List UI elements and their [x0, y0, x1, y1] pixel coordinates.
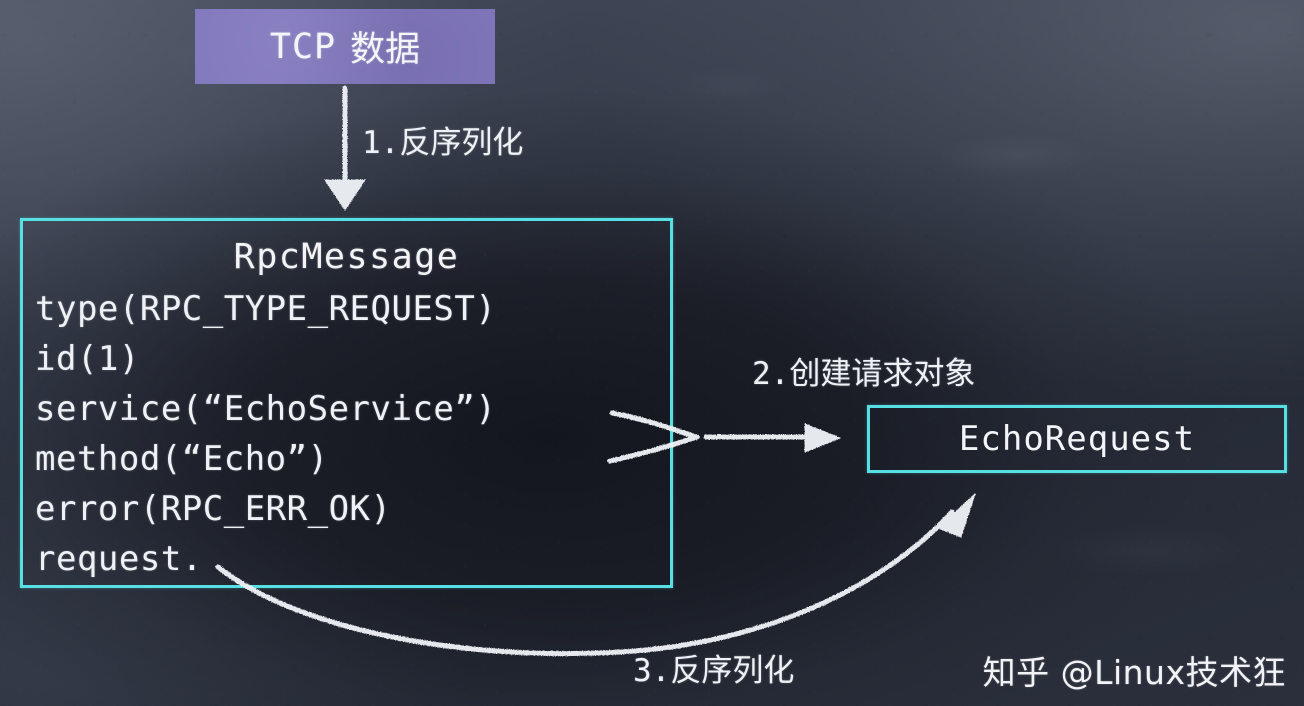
echo-request-title: EchoRequest — [958, 419, 1196, 459]
tcp-data-box: TCP 数据 — [195, 9, 495, 84]
label-step-1-number: 1. — [362, 125, 400, 161]
rpc-message-box: RpcMessage type(RPC_TYPE_REQUEST) id(1) … — [20, 218, 673, 588]
arrow-step-1 — [324, 85, 366, 211]
tcp-label-en: TCP — [269, 26, 337, 67]
tcp-label-zh: 数据 — [350, 30, 421, 70]
label-step-3: 3.反序列化 — [633, 645, 794, 690]
label-step-1-text: 反序列化 — [399, 125, 524, 161]
label-step-2: 2.创建请求对象 — [752, 348, 975, 393]
label-step-1: 1.反序列化 — [362, 117, 523, 162]
rpc-message-fields: type(RPC_TYPE_REQUEST) id(1) service(“Ec… — [35, 289, 497, 579]
rpc-message-title: RpcMessage — [233, 237, 460, 277]
label-step-2-number: 2. — [752, 356, 790, 392]
label-step-2-text: 创建请求对象 — [789, 356, 976, 392]
watermark: 知乎 @Linux技术狂 — [982, 653, 1286, 692]
echo-request-box: EchoRequest — [867, 405, 1287, 473]
label-step-3-number: 3. — [633, 653, 671, 689]
label-step-3-text: 反序列化 — [670, 653, 795, 689]
